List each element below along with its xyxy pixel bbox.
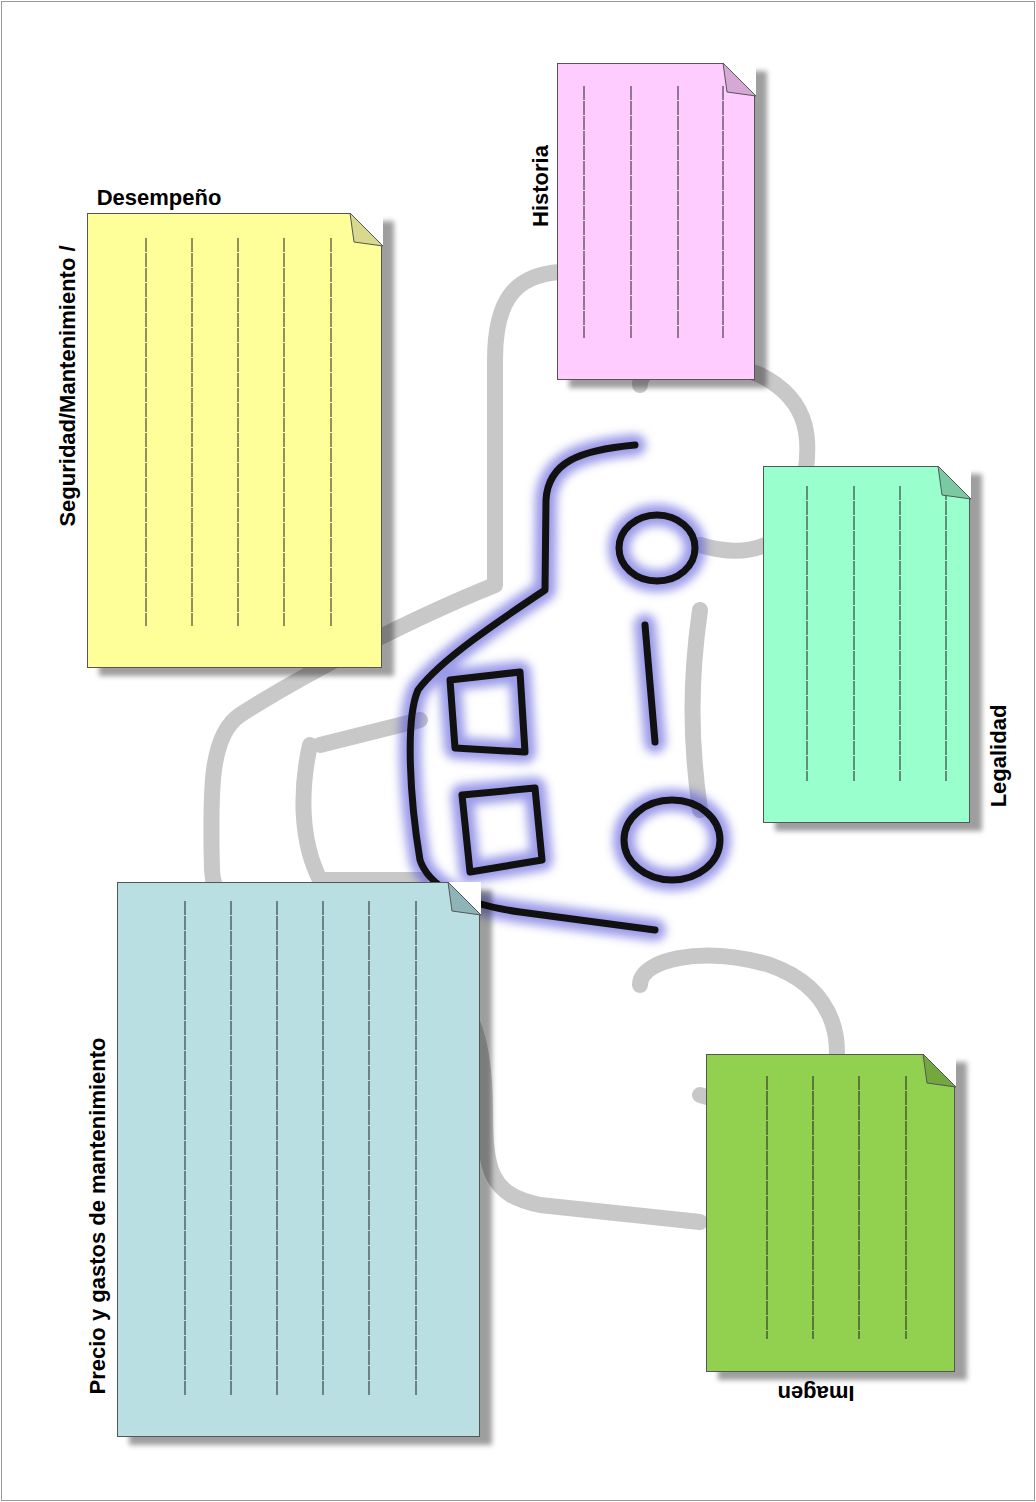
note-sheet: Precio y gastos de mantenimiento xyxy=(117,882,480,1437)
ruled-lines xyxy=(707,1055,956,1373)
note-heading: Legalidad xyxy=(987,705,1011,808)
note-sheet: Historia xyxy=(557,63,755,380)
ruled-lines xyxy=(118,883,481,1438)
note-heading: Desempeño xyxy=(97,186,222,210)
ruled-lines xyxy=(88,214,383,669)
ruled-lines xyxy=(764,467,971,824)
note-heading: Precio y gastos de mantenimiento xyxy=(86,1038,110,1395)
note-sheet: Seguridad/Mantenimiento /Desempeño xyxy=(87,213,382,668)
note-heading: Historia xyxy=(529,145,553,227)
note-heading: Seguridad/Mantenimiento / xyxy=(56,245,80,526)
note-heading: Imagen xyxy=(777,1381,854,1405)
note-sheet: Legalidad xyxy=(763,466,970,823)
car-sketch xyxy=(410,445,720,930)
note-sheet: Imagen xyxy=(706,1054,955,1372)
ruled-lines xyxy=(558,64,756,381)
